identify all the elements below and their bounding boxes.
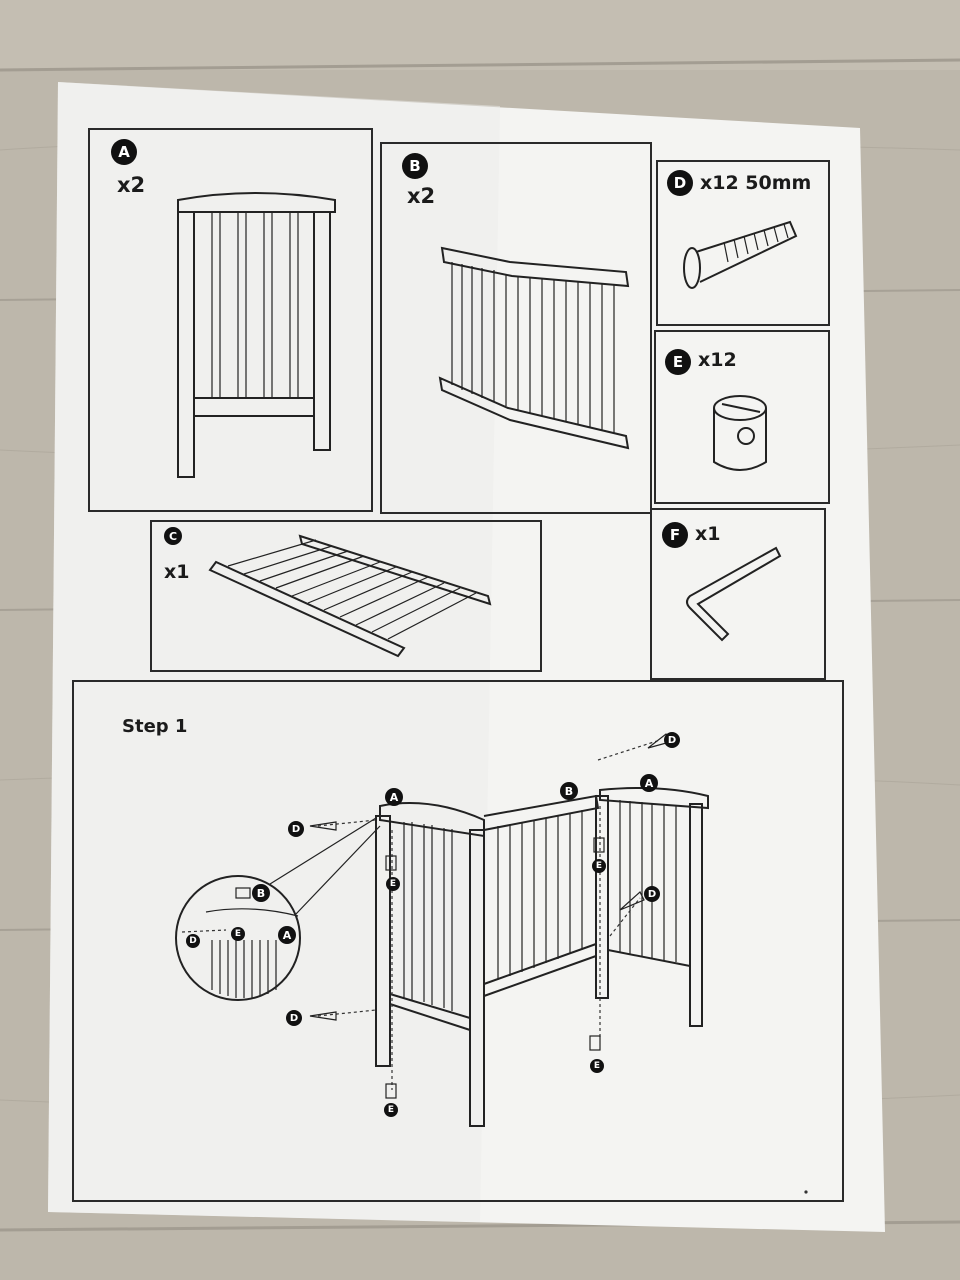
part-f-panel	[650, 508, 826, 680]
part-c-quantity: x1	[164, 561, 190, 583]
callout-e-back-bottom: E	[590, 1059, 604, 1073]
barrel-nut-drawing	[713, 395, 767, 471]
callout-d-front-bottom: D	[286, 1010, 302, 1026]
step-1-title: Step 1	[122, 716, 188, 737]
part-e-badge: E	[665, 349, 691, 375]
part-b-panel	[380, 142, 652, 514]
callout-b-side: B	[560, 782, 578, 800]
callout-a-back: A	[640, 774, 658, 792]
callout-a-front: A	[385, 788, 403, 806]
callout-e-back-top: E	[592, 859, 606, 873]
callout-d-top-back: D	[664, 732, 680, 748]
part-f-quantity: x1	[695, 523, 721, 545]
part-e-quantity: x12	[698, 349, 737, 371]
allen-key-drawing	[686, 546, 782, 642]
slat-base-drawing	[208, 534, 492, 658]
side-panel-drawing	[438, 246, 630, 450]
callout-d-front-top: D	[288, 821, 304, 837]
inset-callout-b: B	[252, 884, 270, 902]
part-d-panel	[656, 160, 830, 326]
callout-d-back-middle: D	[644, 886, 660, 902]
end-panel-drawing	[177, 192, 336, 478]
part-b-badge: B	[402, 153, 428, 179]
part-d-quantity: x12 50mm	[700, 172, 812, 194]
part-c-badge: C	[164, 527, 182, 545]
part-a-panel	[88, 128, 373, 512]
inset-callout-a: A	[278, 926, 296, 944]
step-1-panel	[72, 680, 844, 1202]
step-1-assembly-drawing	[175, 733, 808, 1194]
inset-callout-e: E	[231, 927, 245, 941]
part-a-quantity: x2	[117, 173, 146, 197]
part-b-quantity: x2	[407, 184, 436, 208]
callout-e-front-bottom: E	[384, 1103, 398, 1117]
part-a-badge: A	[111, 139, 137, 165]
part-d-badge: D	[667, 170, 693, 196]
part-e-panel	[654, 330, 830, 504]
callout-e-front-top: E	[386, 877, 400, 891]
part-c-panel	[150, 520, 542, 672]
part-f-badge: F	[662, 522, 688, 548]
bolt-drawing	[683, 220, 798, 289]
inset-callout-d: D	[186, 934, 200, 948]
